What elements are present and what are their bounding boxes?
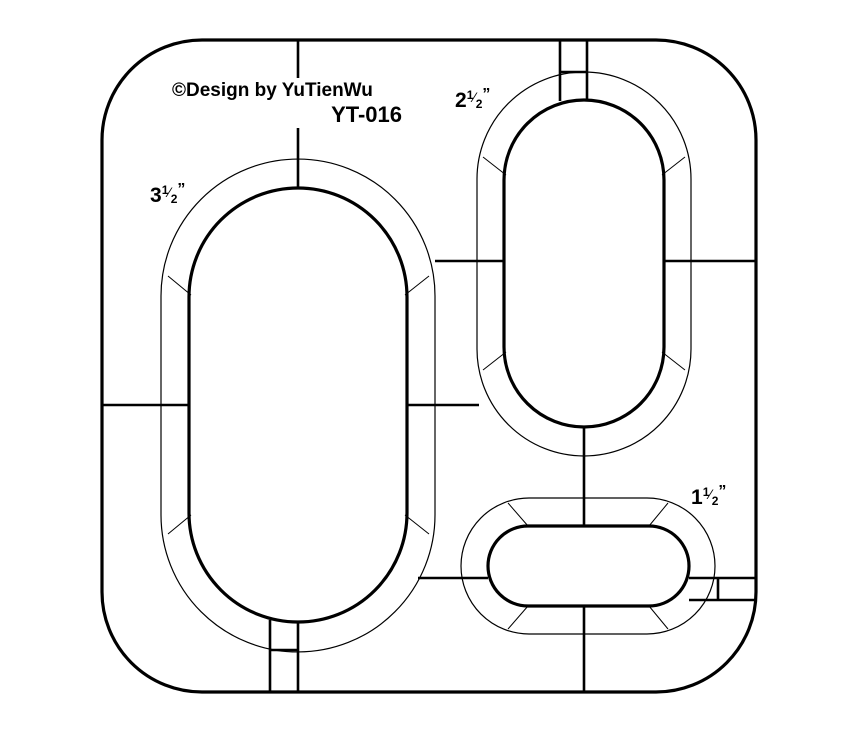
size-label-small-slash: ⁄ (706, 486, 714, 502)
large-oval-tick (167, 514, 192, 535)
size-label-large: 31⁄2” (150, 181, 185, 207)
size-label-small-whole: 1 (691, 486, 703, 509)
product-code: YT-016 (331, 102, 402, 127)
size-label-large-inch: ” (177, 181, 185, 198)
size-label-medium-num: 1 (467, 88, 474, 102)
size-label-medium-whole: 2 (455, 89, 467, 112)
small-oval-outer-guide (460, 497, 716, 635)
large-oval-cutout (187, 186, 409, 624)
small-oval-tick (507, 605, 529, 630)
large-oval-group (160, 158, 436, 653)
small-oval-tick (507, 502, 529, 527)
medium-oval-group (476, 71, 692, 457)
medium-oval-tick (661, 351, 686, 371)
medium-oval-tick (482, 156, 507, 176)
small-oval-group (460, 497, 716, 635)
size-label-large-num: 1 (162, 183, 169, 197)
small-oval-tick (648, 502, 669, 527)
design-credit-text: Design by YuTienWu (186, 80, 373, 101)
size-label-medium: 21⁄2” (455, 86, 490, 112)
size-label-large-slash: ⁄ (165, 184, 173, 200)
medium-oval-tick (661, 156, 686, 176)
copyright-symbol: © (172, 80, 186, 101)
size-label-small: 11⁄2” (691, 483, 726, 509)
size-label-medium-slash: ⁄ (470, 89, 478, 105)
size-label-large-whole: 3 (150, 184, 162, 207)
medium-oval-outer-guide (476, 71, 692, 457)
alignment-lines (102, 40, 756, 692)
small-oval-cutout (486, 524, 691, 608)
size-label-medium-inch: ” (482, 86, 490, 103)
size-label-large-den: 2 (171, 192, 178, 206)
size-label-small-inch: ” (718, 483, 726, 500)
large-oval-outer-guide (160, 158, 436, 653)
ruler-outline (100, 38, 758, 694)
design-credit: ©Design by YuTienWu (172, 80, 373, 101)
size-label-small-num: 1 (703, 485, 710, 499)
small-oval-tick (648, 605, 669, 630)
large-oval-tick (404, 275, 430, 296)
large-oval-tick (167, 275, 192, 296)
medium-oval-cutout (502, 98, 666, 429)
large-oval-tick (404, 514, 430, 535)
size-label-medium-den: 2 (476, 97, 483, 111)
medium-oval-tick (482, 351, 507, 371)
size-label-small-den: 2 (712, 494, 719, 508)
